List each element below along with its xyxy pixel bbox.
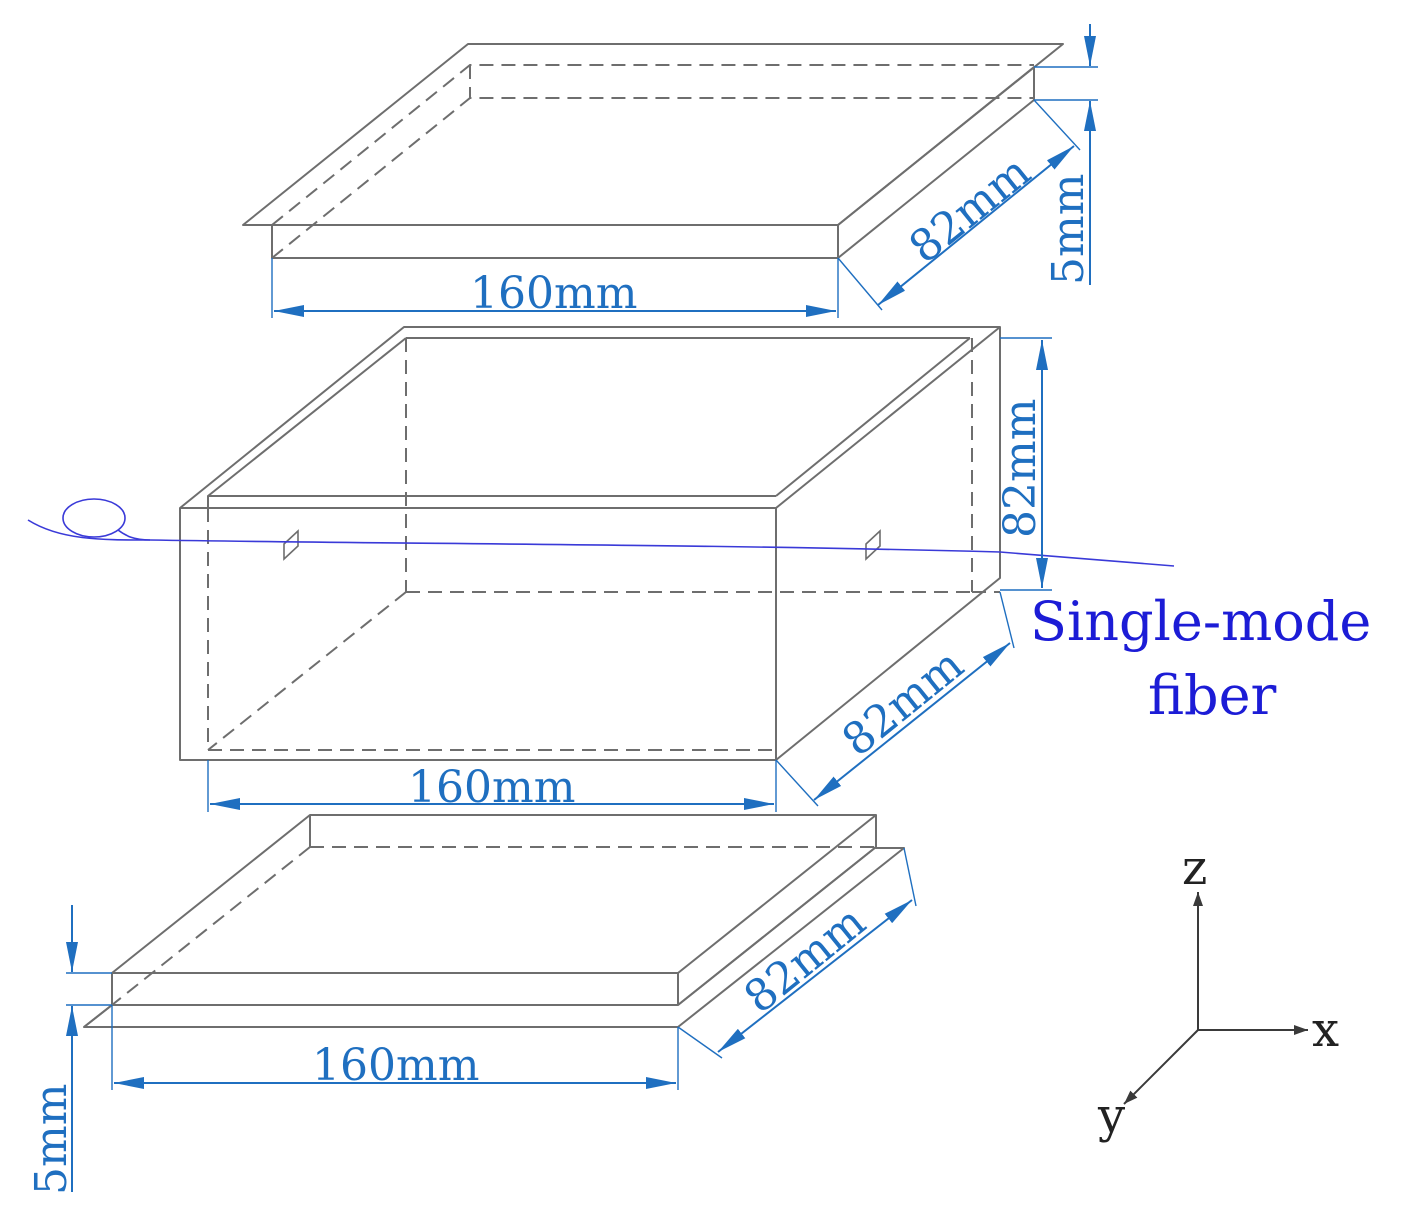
- single-mode-fiber: [27, 498, 1175, 567]
- box-length-label: 160mm: [408, 762, 575, 813]
- fiber-hole-right: [865, 529, 881, 561]
- fiber-label-line1: Single-mode: [1030, 590, 1371, 653]
- fiber-label-line2: fiber: [1148, 664, 1277, 727]
- x-axis-label: x: [1312, 1002, 1339, 1058]
- bottom-lid-length-label: 160mm: [312, 1040, 479, 1091]
- top-lid-length-label: 160mm: [470, 268, 637, 319]
- top-lid-dimensions: 160mm 82mm 5mm: [271, 24, 1098, 319]
- box-depth-label: 82mm: [833, 639, 973, 766]
- z-axis-label: z: [1182, 840, 1207, 896]
- bottom-lid-depth-label: 82mm: [735, 896, 875, 1023]
- bottom-lid-thickness-label: 5mm: [26, 1084, 77, 1195]
- box-height-label: 82mm: [995, 399, 1046, 538]
- coordinate-axes: z x y: [1097, 840, 1339, 1144]
- top-lid-depth-label: 82mm: [900, 146, 1040, 273]
- fiber-hole-left: [283, 529, 299, 561]
- top-lid-thickness-label: 5mm: [1043, 174, 1094, 285]
- bottom-lid-dimensions: 160mm 82mm 5mm: [26, 847, 917, 1195]
- box-dimensions: 82mm 160mm 82mm: [207, 337, 1052, 813]
- y-axis-label: y: [1097, 1088, 1125, 1144]
- main-box: [179, 326, 1001, 761]
